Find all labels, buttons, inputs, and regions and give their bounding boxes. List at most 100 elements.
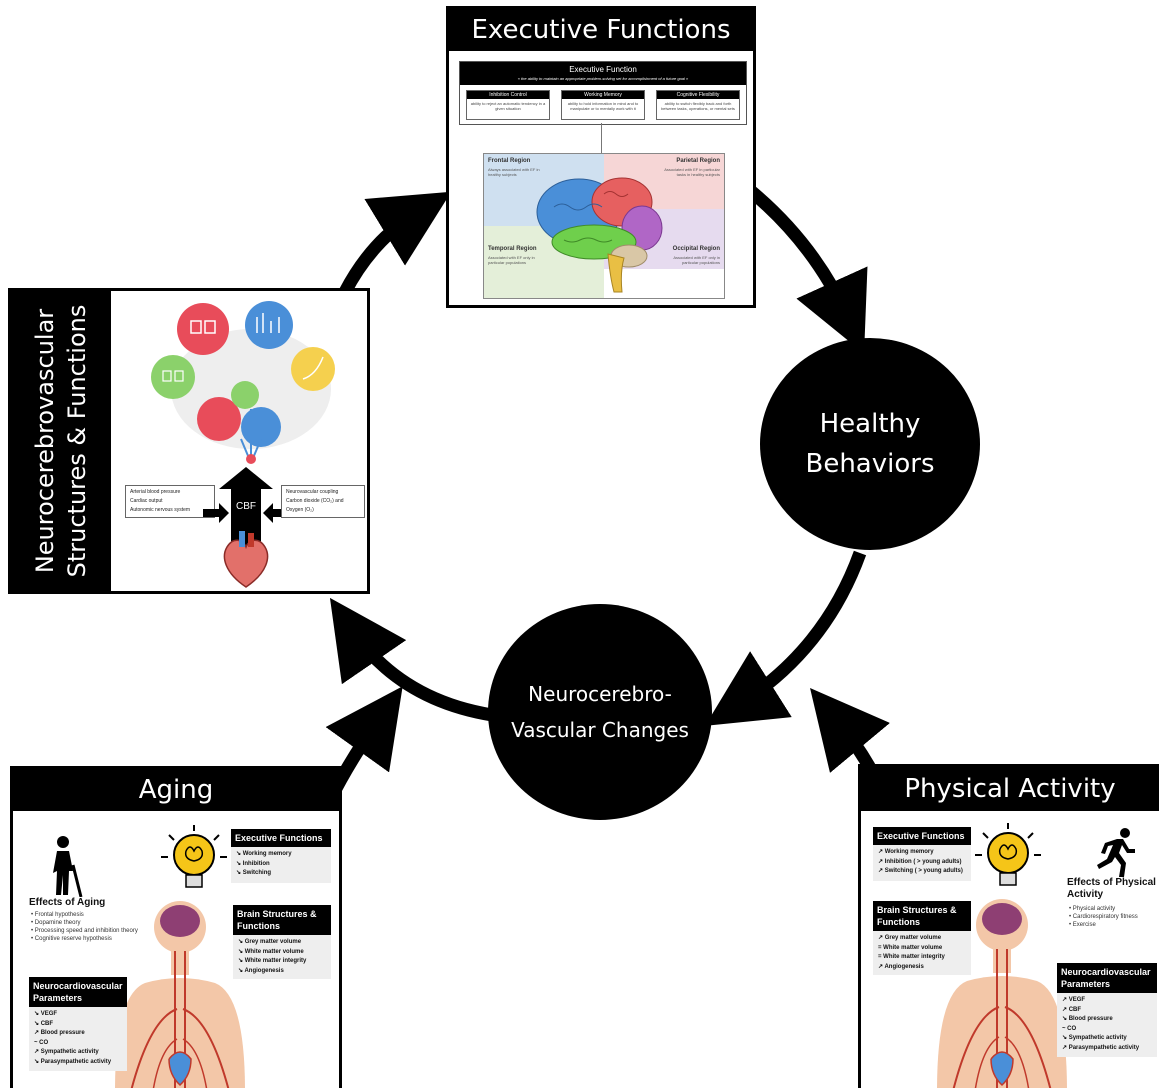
aging-ncv-item: ↗ Blood pressure [34, 1030, 85, 1036]
elderly-person-icon [53, 836, 83, 897]
pa-ef-header: Executive Functions [873, 827, 971, 845]
brain-regions-figure: Frontal Region Always associated with EF… [483, 153, 725, 299]
aging-ncv-item: ↘ CBF [34, 1020, 54, 1027]
ef-component-working-memory: Working Memory ability to hold informati… [561, 90, 645, 120]
pa-ncv-item: ↗ VEGF [1062, 997, 1086, 1003]
pa-ncv-header: Neurocardiovascular Parameters [1057, 963, 1157, 993]
pa-brain-item: ↗ Grey matter volume [878, 935, 942, 941]
arrow-ef-to-healthy [747, 187, 868, 354]
brain-illustration [536, 177, 663, 293]
running-person-icon [1097, 828, 1135, 877]
ef-component-desc: ability to reject an automatic tendency … [470, 101, 546, 111]
aging-effects-list: • Frontal hypothesis • Dopamine theory •… [31, 911, 161, 943]
physical-activity-panel: Physical Activity Executive Functions ↗ … [858, 764, 1159, 1088]
neurocerebrovascular-changes-node: Neurocerebro- Vascular Changes [488, 604, 712, 820]
aging-ef-item: ↘ Inhibition [236, 860, 270, 867]
changes-line2: Vascular Changes [511, 718, 689, 742]
ef-diagram-subtitle: « the ability to maintain an appropriate… [517, 76, 689, 81]
occipital-region-desc: Associated with EF only in particular po… [673, 255, 720, 265]
aging-ncv-header: Neurocardiovascular Parameters [29, 977, 127, 1007]
occipital-region-label: Occipital Region [672, 246, 720, 252]
heart-icon [223, 531, 269, 588]
pa-ncv-list: ↗ VEGF ↗ CBF ↘ Blood pressure ~ CO ↘ Sym… [1057, 993, 1157, 1057]
pa-ncv-item: ↗ Parasympathetic activity [1062, 1044, 1140, 1051]
structures-title-line1: Neurocerebrovascular [31, 308, 59, 574]
physical-activity-title: Physical Activity [861, 767, 1159, 811]
structures-title-bar: Neurocerebrovascular Structures & Functi… [11, 291, 111, 591]
ef-diagram-title: Executive Function [569, 65, 637, 74]
pa-ncv-item: ↘ Blood pressure [1062, 1016, 1113, 1022]
ef-component-desc: ability to switch flexibly back and fort… [661, 101, 735, 111]
pa-brain-item: ↗ Angiogenesis [878, 963, 924, 970]
aging-ncv-item: ↘ VEGF [34, 1011, 58, 1017]
aging-brain-item: ↘ Angiogenesis [238, 967, 284, 974]
ef-diagram: Executive Function « the ability to main… [459, 61, 747, 125]
systemic-factors-box: Arterial blood pressure Cardiac output A… [125, 485, 215, 518]
parietal-region-label: Parietal Region [676, 158, 720, 164]
aging-ef-list: ↘ Working memory ↘ Inhibition ↘ Switchin… [231, 847, 331, 883]
aging-ncv-item: ↗ Sympathetic activity [34, 1049, 99, 1055]
aging-brain-item: ↘ Grey matter volume [238, 939, 302, 945]
pa-ef-item: ↗ Working memory [878, 849, 934, 855]
pa-effect: • Exercise [1069, 922, 1096, 928]
pa-ef-list: ↗ Working memory ↗ Inhibition ( > young … [873, 845, 971, 881]
pa-effects-title: Effects of Physical Activity [1067, 877, 1156, 900]
aging-effect: • Processing speed and inhibition theory [31, 928, 138, 934]
systemic-factor: Cardiac output [130, 498, 163, 504]
ef-component-name: Cognitive Flexibility [657, 91, 739, 99]
pa-ncv-item: ↘ Sympathetic activity [1062, 1035, 1127, 1041]
aging-ncv-item: ↘ Parasympathetic activity [34, 1058, 112, 1065]
pa-ncv-item: ~ CO [1062, 1025, 1077, 1032]
structures-title-line2: Structures & Functions [63, 304, 91, 578]
arrow-changes-to-structures [329, 597, 494, 722]
aging-panel: Aging Effects of Aging • Frontal hypothe… [10, 766, 342, 1088]
aging-title: Aging [13, 769, 339, 811]
aging-effect: • Frontal hypothesis [31, 912, 84, 918]
frontal-region-label: Frontal Region [488, 158, 531, 164]
pa-brain-item: = White matter volume [878, 944, 943, 951]
cbf-arrows [203, 467, 289, 549]
ef-component-flexibility: Cognitive Flexibility ability to switch … [656, 90, 740, 120]
local-factor: Carbon dioxide (CO₂) and [286, 498, 344, 504]
frontal-region-desc: Always associated with EF in healthy sub… [488, 167, 540, 177]
ef-component-inhibition: Inhibition Control ability to reject an … [466, 90, 550, 120]
executive-functions-panel: Executive Functions Executive Function «… [446, 6, 756, 308]
systemic-factor: Autonomic nervous system [130, 507, 191, 513]
aging-brain-list: ↘ Grey matter volume ↘ White matter volu… [233, 935, 331, 979]
body-vascular-illustration [937, 899, 1067, 1088]
aging-ncv-list: ↘ VEGF ↘ CBF ↗ Blood pressure ~ CO ↗ Sym… [29, 1007, 127, 1071]
pa-effect: • Physical activity [1069, 906, 1116, 912]
pa-ncv-item: ↗ CBF [1062, 1006, 1082, 1013]
pa-brain-list: ↗ Grey matter volume = White matter volu… [873, 931, 971, 975]
aging-effects-title: Effects of Aging [29, 897, 106, 908]
aging-effect: • Dopamine theory [31, 920, 81, 926]
healthy-behaviors-node: Healthy Behaviors [760, 338, 980, 550]
structures-panel: Neurocerebrovascular Structures & Functi… [8, 288, 370, 594]
executive-functions-title: Executive Functions [449, 9, 753, 51]
systemic-factor: Arterial blood pressure [130, 489, 181, 495]
aging-brain-item: ↘ White matter integrity [238, 958, 307, 964]
changes-line1: Neurocerebro- [528, 682, 672, 706]
aging-ef-item: ↘ Switching [236, 870, 272, 876]
pa-ef-item: ↗ Inhibition ( > young adults) [878, 858, 962, 865]
temporal-region-desc: Associated with EF only in particular po… [488, 255, 535, 265]
lightbulb-brain-icon [975, 823, 1041, 886]
cbf-label: CBF [236, 501, 256, 512]
aging-effect: • Cognitive reserve hypothesis [31, 936, 112, 942]
ef-connector-line [601, 123, 602, 153]
arrow-structures-to-ef [339, 191, 452, 296]
body-vascular-illustration [115, 901, 245, 1088]
healthy-behaviors-line2: Behaviors [805, 449, 935, 479]
ef-component-name: Inhibition Control [467, 91, 549, 99]
lightbulb-brain-icon [161, 825, 227, 888]
pa-ef-item: ↗ Switching ( > young adults) [878, 868, 963, 874]
aging-ef-item: ↘ Working memory [236, 851, 292, 857]
parietal-region-desc: Associated with EF in particular tasks i… [664, 167, 720, 177]
arrow-healthy-to-changes [705, 550, 867, 726]
pa-effects-list: • Physical activity • Cardiorespiratory … [1069, 905, 1159, 929]
ef-component-name: Working Memory [562, 91, 644, 99]
aging-ncv-item: ~ CO [34, 1039, 49, 1046]
pa-effect: • Cardiorespiratory fitness [1069, 914, 1138, 920]
structures-title: Neurocerebrovascular Structures & Functi… [29, 296, 93, 586]
healthy-behaviors-line1: Healthy [819, 409, 921, 439]
